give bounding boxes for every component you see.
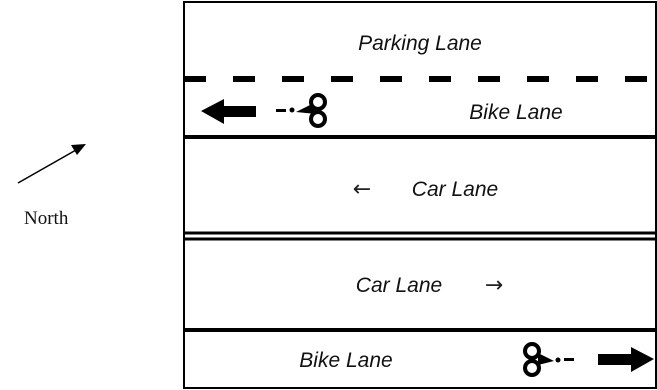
bike-lane-bottom-label: Bike Lane <box>299 349 392 372</box>
bike-lane-top-label: Bike Lane <box>469 101 562 124</box>
parking-lane-label: Parking Lane <box>358 32 482 55</box>
bicycle-icon <box>276 93 327 128</box>
bicycle-icon <box>523 342 574 377</box>
car-lane-eastbound-label: Car Lane <box>356 274 442 297</box>
car-lane-westbound-label: Car Lane <box>412 178 498 201</box>
right-arrow-icon <box>598 347 654 372</box>
left-arrow-icon <box>201 99 256 124</box>
north-label: North <box>24 208 69 229</box>
road-outline <box>183 1 657 389</box>
left-thin-arrow-icon: ← <box>353 177 371 202</box>
right-thin-arrow-icon: → <box>485 273 503 298</box>
north-arrow-icon <box>17 144 86 184</box>
